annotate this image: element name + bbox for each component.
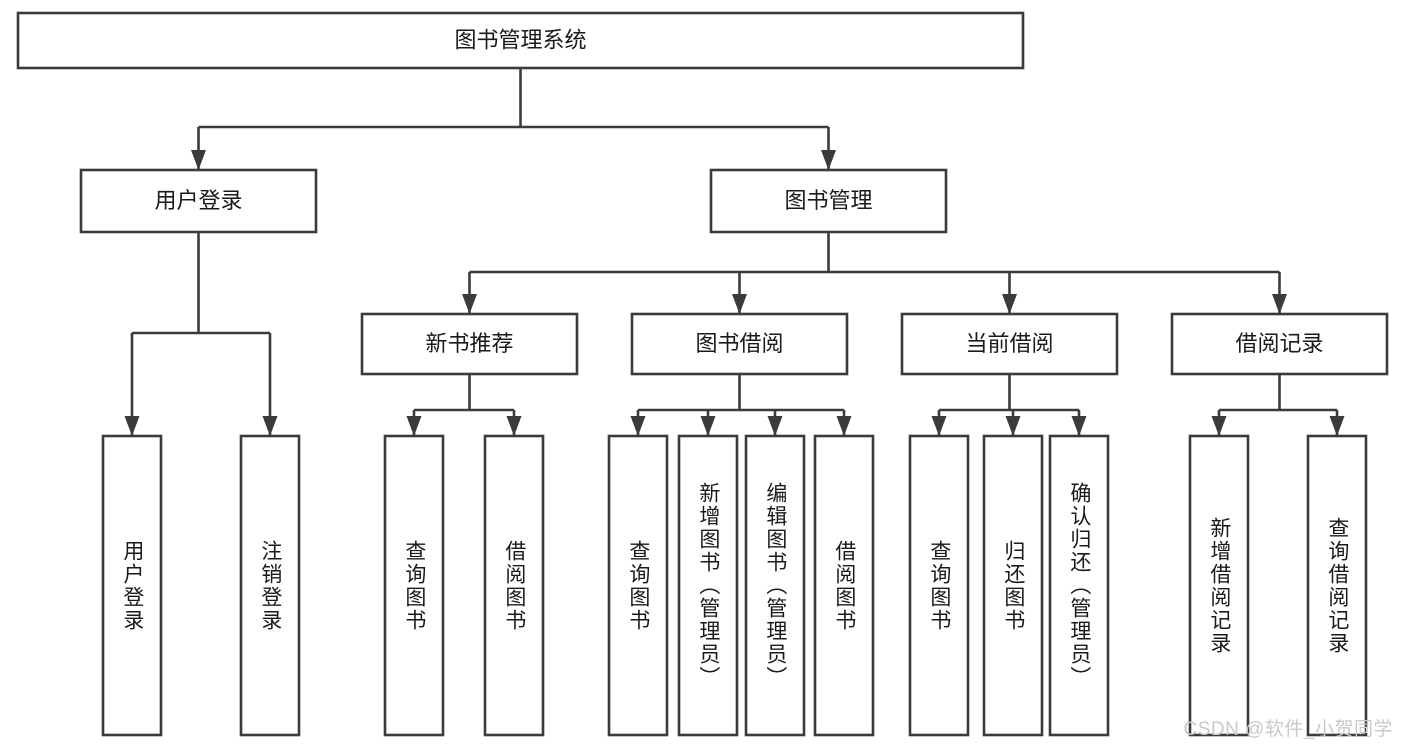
node-label-借阅记录: 借阅记录 (1235, 331, 1323, 356)
arrow-down-icon (836, 416, 852, 436)
arrow-down-icon (262, 416, 278, 436)
arrow-down-icon (1005, 416, 1021, 436)
node-label-当前借阅: 当前借阅 (965, 331, 1053, 356)
arrow-down-icon (1211, 416, 1227, 436)
node-label-新书推荐: 新书推荐 (425, 331, 513, 356)
node-box-图书管理[interactable] (709, 168, 948, 234)
arrow-down-icon (821, 150, 836, 170)
node-box-用户登录[interactable] (79, 168, 318, 234)
arrow-down-icon (767, 416, 783, 436)
arrow-down-icon (406, 416, 422, 436)
node-box-leaf-查询借阅记录[interactable] (1306, 434, 1368, 737)
arrow-down-icon (1329, 416, 1345, 436)
node-box-leaf-查询图书[interactable] (607, 434, 669, 737)
arrow-down-icon (630, 416, 646, 436)
arrow-down-icon (1071, 416, 1087, 436)
node-box-leaf-借阅图书[interactable] (813, 434, 875, 737)
node-label-图书管理: 图书管理 (784, 188, 872, 213)
arrow-down-icon (462, 294, 477, 314)
arrow-down-icon (700, 416, 716, 436)
node-label-用户登录: 用户登录 (154, 188, 242, 213)
connector-layer (124, 68, 1345, 436)
node-box-layer (16, 11, 1389, 737)
node-box-leaf-新增借阅记录[interactable] (1188, 434, 1250, 737)
node-box-root[interactable] (16, 11, 1025, 70)
arrow-down-icon (1002, 294, 1017, 314)
node-box-leaf-归还图书[interactable] (982, 434, 1044, 737)
node-label-图书借阅: 图书借阅 (695, 331, 783, 356)
node-box-leaf-新增图书管理员[interactable] (677, 434, 739, 737)
node-box-leaf-用户登录[interactable] (101, 434, 163, 737)
node-box-leaf-确认归还管理员[interactable] (1048, 434, 1110, 737)
node-box-leaf-注销登录[interactable] (239, 434, 301, 737)
node-box-leaf-查询图书[interactable] (908, 434, 970, 737)
watermark: CSDN @软件_小贺同学 (1183, 719, 1393, 740)
node-box-借阅记录[interactable] (1170, 312, 1389, 376)
node-box-leaf-编辑图书管理员[interactable] (744, 434, 806, 737)
arrow-down-icon (191, 150, 206, 170)
node-label-图书管理系统: 图书管理系统 (454, 27, 586, 52)
arrow-down-icon (506, 416, 522, 436)
arrow-down-icon (931, 416, 947, 436)
arrow-down-icon (124, 416, 140, 436)
node-box-leaf-查询图书[interactable] (383, 434, 445, 737)
node-box-当前借阅[interactable] (900, 312, 1119, 376)
node-box-leaf-借阅图书[interactable] (483, 434, 545, 737)
node-box-新书推荐[interactable] (360, 312, 579, 376)
arrow-down-icon (732, 294, 747, 314)
node-box-图书借阅[interactable] (630, 312, 849, 376)
arrow-down-icon (1272, 294, 1287, 314)
